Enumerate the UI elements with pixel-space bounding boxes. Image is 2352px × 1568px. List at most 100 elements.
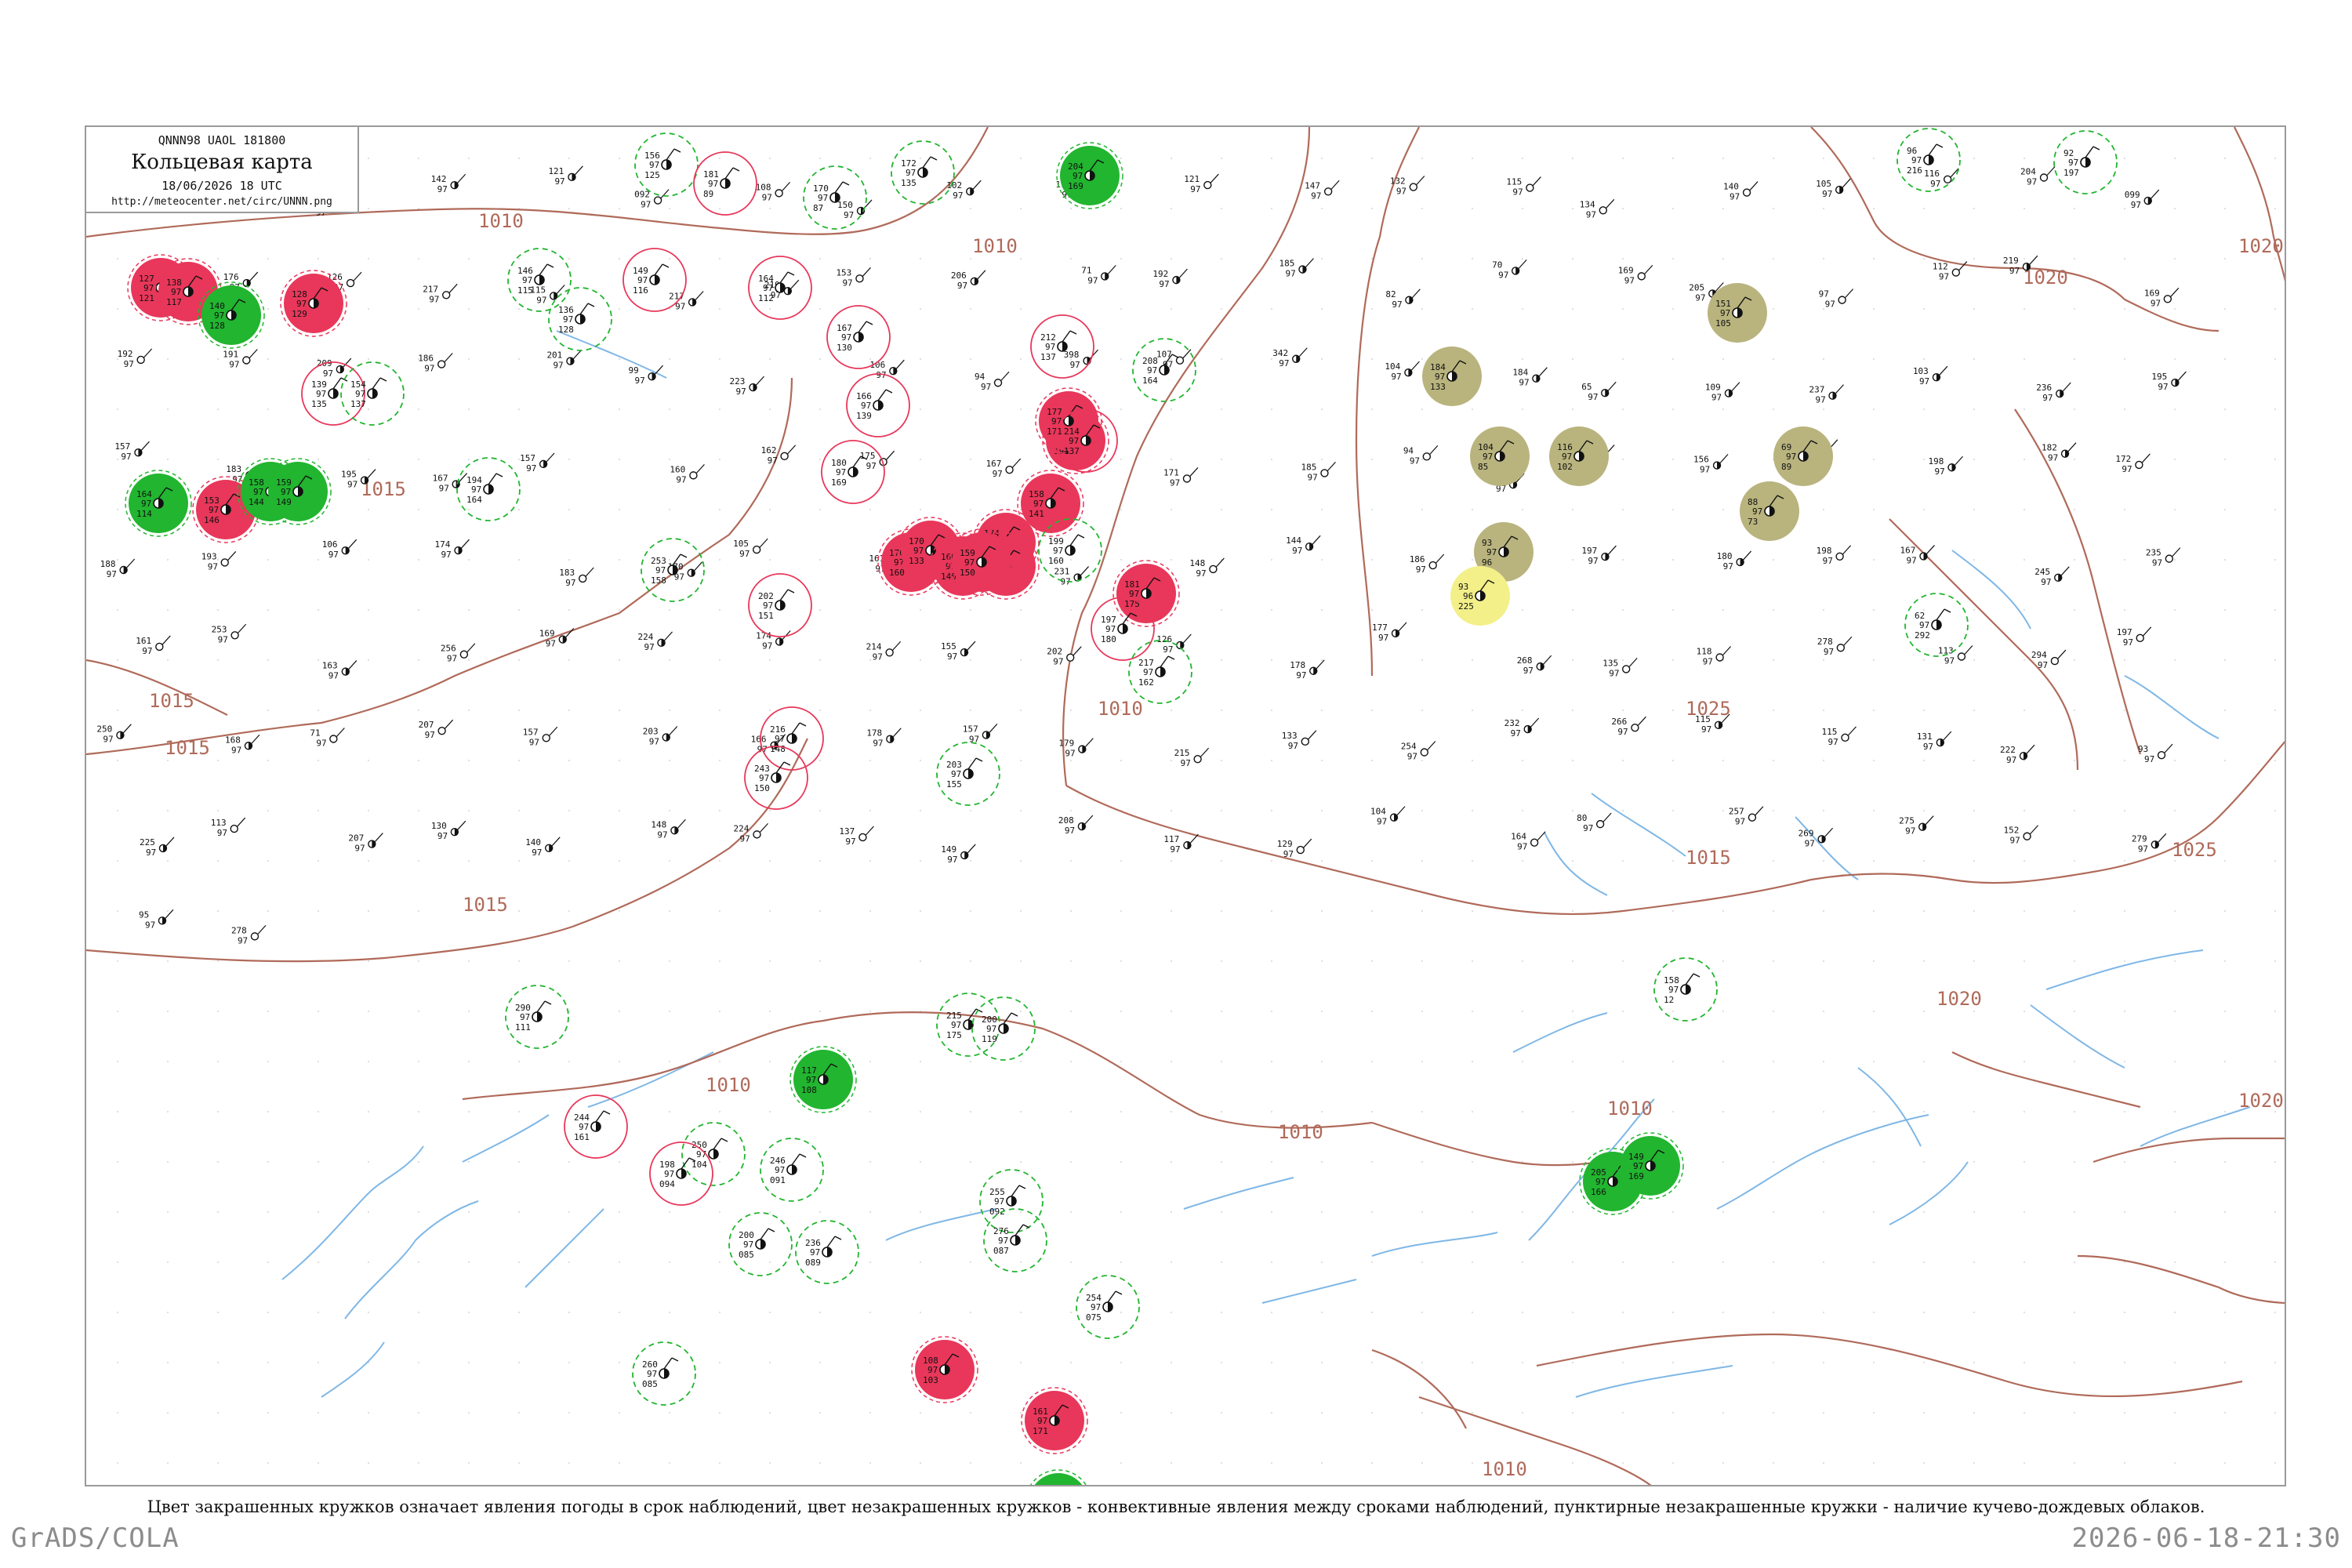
plain-stations: 1389708597129971429712197092971089715097…: [96, 165, 2187, 946]
station-pressure: 171: [1163, 467, 1179, 477]
station-value-mid: 97: [810, 1247, 820, 1258]
isobars: [86, 127, 2285, 1485]
station-value-mid: 97: [1483, 452, 1493, 462]
station-value: 97: [1930, 179, 1940, 189]
station-value-bottom: 169: [831, 477, 847, 488]
station-value-bottom: 149: [276, 497, 292, 507]
station-pressure-top: 203: [946, 760, 962, 770]
station-value: 97: [323, 368, 333, 379]
convective-ring: [936, 993, 1000, 1057]
station-value-bottom: 175: [946, 1030, 962, 1040]
station-value-mid: 97: [1129, 589, 1139, 599]
convective-ring: [1896, 128, 1961, 192]
convective-ring: [748, 573, 812, 637]
station-value: 97: [1617, 727, 1628, 737]
iso-label: 1020: [1936, 988, 1982, 1010]
station-value-bottom: 292: [1915, 630, 1930, 641]
station-pressure: 202: [1047, 647, 1062, 657]
station-pressure: 148: [1189, 558, 1205, 568]
station-pressure: 207: [419, 720, 434, 730]
station-value-mid: 97: [209, 505, 219, 515]
station-value-bottom: 169: [1068, 181, 1083, 191]
station-pressure-top: 198: [659, 1160, 675, 1170]
station-value: 97: [526, 463, 536, 474]
station-pressure-top: 204: [1068, 162, 1083, 172]
station-pressure: 152: [2004, 826, 2020, 836]
station-value-mid: 97: [281, 487, 291, 497]
station-value: 97: [1285, 269, 1295, 279]
station-value: 97: [1822, 189, 1832, 199]
station-pressure-top: 151: [1715, 299, 1731, 309]
station-value: 97: [953, 191, 963, 201]
station-value: 97: [2144, 754, 2154, 764]
cb-ring: [1021, 1387, 1088, 1454]
station-pressure: 160: [670, 464, 685, 474]
iso-label: 1010: [1482, 1458, 1527, 1480]
station-pressure-top: 172: [901, 158, 916, 169]
station-value-bottom: 87: [813, 203, 823, 213]
iso-label: 1015: [149, 690, 194, 712]
station-pressure-top: 254: [1086, 1293, 1102, 1303]
convective-ring: [693, 151, 757, 216]
station-pressure-top: 166: [856, 391, 872, 401]
station-pressure: 183: [226, 464, 241, 474]
station-pressure: 279: [2132, 833, 2147, 844]
rivers: [281, 330, 2251, 1398]
station-value-mid: 97: [143, 283, 154, 293]
station-pressure: 256: [441, 644, 456, 654]
station-pressure-top: 146: [517, 266, 533, 276]
station-pressure: 168: [225, 735, 241, 745]
station-value-mid: 97: [998, 1236, 1008, 1246]
cb-ring: [1112, 560, 1180, 627]
station-value: 97: [437, 831, 448, 841]
station-value: 97: [644, 642, 655, 652]
station-value-bottom: 133: [909, 556, 924, 566]
station-value-mid: 97: [1720, 308, 1730, 318]
station-value: 97: [635, 376, 645, 386]
station-value: 97: [546, 639, 556, 649]
station-value: 97: [1065, 826, 1075, 836]
station-value: 97: [1307, 472, 1317, 482]
station-value: 97: [536, 295, 546, 305]
station-value-bottom: 151: [758, 611, 774, 621]
station-value: 97: [347, 480, 358, 490]
station-value: 97: [1730, 192, 1740, 202]
station-value: 97: [1944, 655, 1955, 666]
map-url[interactable]: http://meteocenter.net/circ/UNNN.png: [111, 196, 332, 208]
station-value: 97: [532, 848, 542, 858]
station-pressure: 169: [2144, 288, 2160, 298]
station-pressure-top: 138: [166, 278, 182, 288]
cb-ring: [125, 470, 192, 537]
station-value-mid: 97: [655, 565, 666, 575]
station-pressure: 104: [1385, 361, 1400, 372]
station-pressure: 398: [1064, 350, 1080, 360]
station-value: 97: [1410, 456, 1420, 466]
station-value-mid: 97: [1786, 452, 1796, 462]
station-value: 97: [1396, 187, 1406, 197]
station-value-bottom: 89: [1781, 462, 1791, 472]
station-value-mid: 97: [1033, 499, 1044, 509]
station-value-bottom: 112: [758, 293, 774, 303]
convective-ring: [983, 1208, 1047, 1272]
convective-ring: [846, 373, 910, 437]
station-value: 97: [1053, 657, 1063, 667]
station-value-bottom: 139: [856, 411, 872, 421]
station-pressure-top: 117: [801, 1065, 817, 1076]
